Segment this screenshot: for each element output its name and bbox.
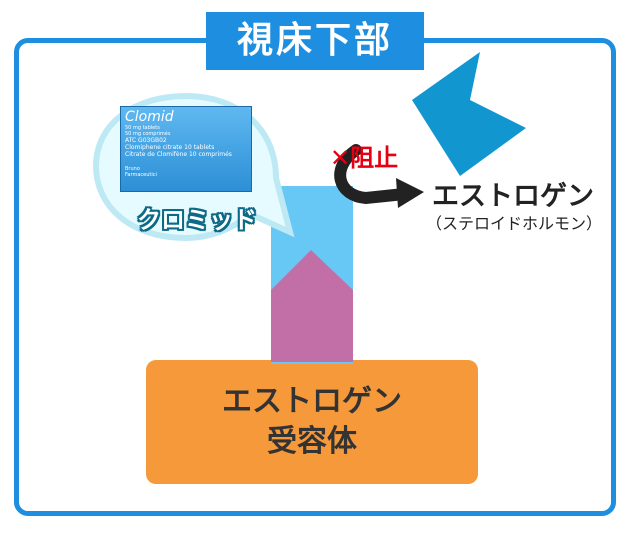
page-title: 視床下部 (236, 20, 393, 61)
estrogen-sub-label: （ステロイドホルモン） (425, 214, 602, 233)
blocked-arrow (334, 144, 410, 205)
receptor-label-line-2: 受容体 (267, 424, 357, 459)
package-maker-2: Farmaceutici (125, 172, 157, 178)
clomid-ligand-shape (271, 250, 353, 362)
estrogen-label: エストロゲン (432, 181, 594, 212)
package-line-2: Citrate de Clomifène 10 comprimés (125, 151, 232, 158)
receptor-label: エストロゲン 受容体 (146, 360, 478, 484)
title-box: 視床下部 (206, 12, 424, 70)
block-text: 阻止 (350, 144, 399, 172)
clomid-label: クロミッド (137, 206, 257, 234)
block-x-icon: ✕ (330, 144, 351, 172)
package-dose-2: 50 mg comprimés (125, 131, 171, 137)
package-brand: Clomid (125, 109, 174, 125)
receptor-label-line-1: エストロゲン (222, 384, 402, 419)
package-line-1: Clomiphene citrate 10 tablets (125, 144, 215, 151)
receptor-box (146, 360, 478, 484)
block-label: ✕阻止 (330, 138, 398, 173)
blocked-arrow-head (396, 178, 424, 208)
package-maker-1: Bruno (125, 166, 140, 172)
package-dose-1: 50 mg tablets (125, 125, 160, 131)
package-atc: ATC G03GB02 (125, 137, 167, 144)
estrogen-shape (412, 52, 526, 176)
clomid-package: Clomid 50 mg tablets 50 mg comprimés ATC… (120, 106, 252, 192)
